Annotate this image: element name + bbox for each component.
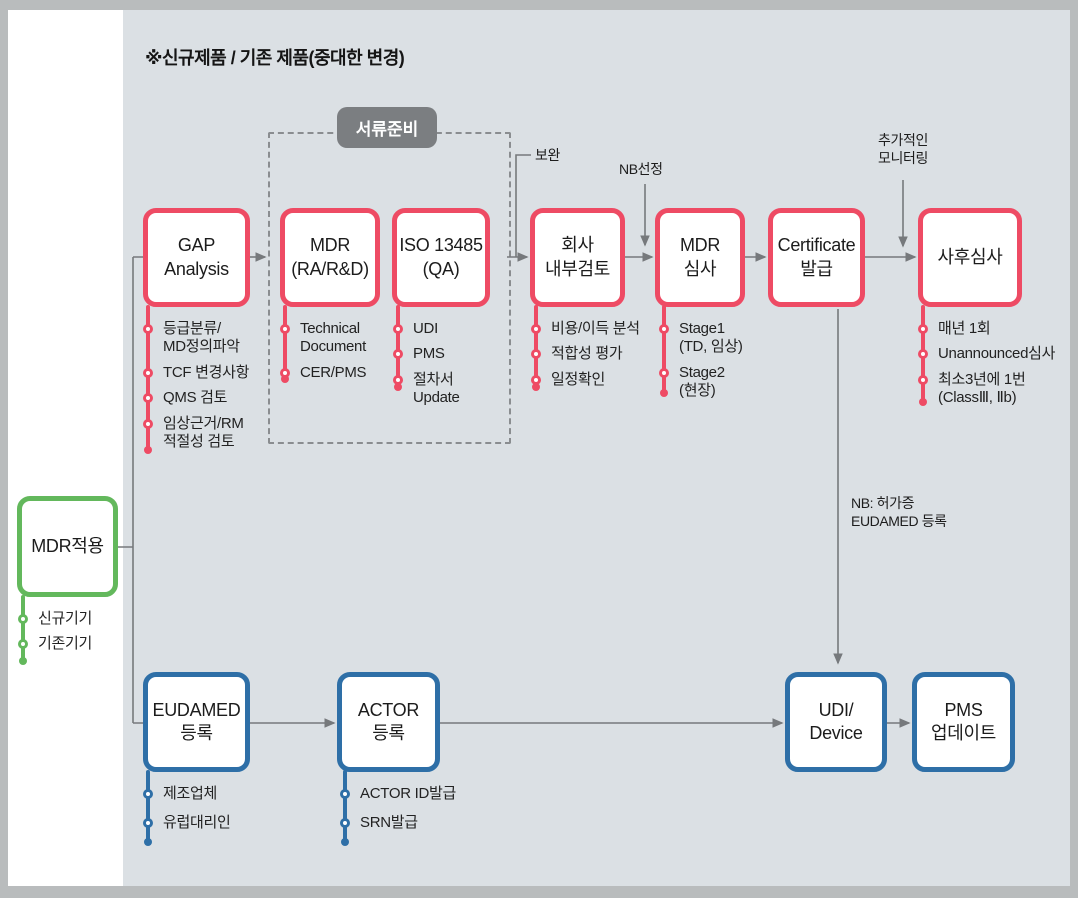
start-trunk-line — [118, 256, 143, 724]
note-item: SRN발급 — [340, 814, 456, 832]
note-item: Stage1 (TD, 임상) — [659, 320, 743, 357]
note-item: Technical Document — [279, 320, 366, 357]
notes-stem — [394, 305, 402, 391]
note-item: ACTOR ID발급 — [340, 785, 456, 803]
notes-stem — [532, 305, 540, 391]
node-title: GAP Analysis — [164, 235, 229, 279]
notes-actor: ACTOR ID발급 SRN발급 — [340, 770, 456, 846]
node-title: EUDAMED 등록 — [152, 699, 241, 743]
node-title: UDI/ Device — [809, 699, 863, 743]
note-item: 최소3년에 1번 (ClassⅢ, Ⅱb) — [917, 371, 1055, 408]
notes-stem — [19, 595, 27, 665]
notes-eudamed: 제조업체 유럽대리인 — [143, 770, 231, 846]
note-item: 등급분류/ MD정의파악 — [142, 320, 249, 357]
node-certificate-issue: Certificate 발급 — [768, 208, 865, 307]
notes-mdr-ra-rd: Technical Document CER/PMS — [279, 305, 367, 389]
notes-stem — [341, 770, 349, 846]
notes-stem — [660, 305, 668, 397]
node-title: MDR (RA/R&D) — [291, 235, 369, 279]
node-title: ISO 13485 (QA) — [399, 235, 483, 279]
node-mdr-ra-rd: MDR (RA/R&D) — [280, 208, 380, 307]
notes-mdr-apply: 신규기기 기존기기 — [17, 595, 92, 665]
node-title: Certificate 발급 — [777, 235, 856, 279]
note-item: CER/PMS — [279, 364, 367, 382]
note-item: 유럽대리인 — [143, 814, 231, 832]
node-title: ACTOR 등록 — [357, 699, 420, 743]
notes-stem — [281, 305, 289, 383]
node-mdr-audit: MDR 심사 — [655, 208, 745, 307]
notes-mdr-audit: Stage1 (TD, 임상) Stage2 (현장) — [659, 305, 743, 408]
node-gap-analysis: GAP Analysis — [143, 208, 250, 307]
note-item: 적합성 평가 — [531, 345, 640, 363]
node-udi-device: UDI/ Device — [785, 672, 887, 772]
note-item: UDI — [393, 320, 460, 338]
left-white-strip — [8, 10, 123, 886]
note-item: 비용/이득 분석 — [531, 320, 640, 338]
notes-internal-review: 비용/이득 분석 적합성 평가 일정확인 — [531, 305, 640, 396]
annotation-nb-note: NB: 허가증 EUDAMED 등록 — [851, 495, 947, 530]
annotation-supplement: 보완 — [535, 147, 560, 163]
note-item: QMS 검토 — [142, 389, 249, 407]
node-title: PMS 업데이트 — [930, 699, 997, 743]
note-item: Stage2 (현장) — [659, 364, 743, 401]
annotation-nb-selection: NB선정 — [619, 161, 663, 177]
node-internal-review: 회사 내부검토 — [530, 208, 625, 307]
note-item: TCF 변경사항 — [142, 364, 249, 382]
note-item: 기존기기 — [17, 635, 92, 653]
note-item: 임상근거/RM 적절성 검토 — [142, 415, 249, 452]
node-actor-registration: ACTOR 등록 — [337, 672, 440, 772]
node-title: 회사 내부검토 — [544, 235, 611, 279]
supplement-elbow-line — [515, 154, 531, 257]
node-title: MDR적용 — [31, 535, 104, 556]
node-pms-update: PMS 업데이트 — [912, 672, 1015, 772]
node-title: 사후심사 — [937, 246, 1003, 267]
note-item: 절차서 Update — [393, 371, 460, 408]
note-item: 신규기기 — [17, 610, 92, 628]
page-title: ※신규제품 / 기존 제품(중대한 변경) — [145, 48, 405, 68]
node-eudamed-registration: EUDAMED 등록 — [143, 672, 250, 772]
notes-iso-13485: UDI PMS 절차서 Update — [393, 305, 460, 415]
note-item: Unannounced심사 — [917, 345, 1055, 363]
notes-stem — [144, 770, 152, 846]
annotation-extra-monitoring: 추가적인 모니터링 — [878, 132, 928, 167]
note-item: PMS — [393, 345, 460, 363]
document-prep-badge: 서류준비 — [337, 107, 437, 148]
node-mdr-apply: MDR적용 — [17, 496, 118, 597]
node-post-audit: 사후심사 — [918, 208, 1022, 307]
note-item: 일정확인 — [531, 371, 640, 389]
note-item: 제조업체 — [143, 785, 231, 803]
notes-gap-analysis: 등급분류/ MD정의파악 TCF 변경사항 QMS 검토 임상근거/RM 적절성… — [142, 305, 249, 459]
node-title: MDR 심사 — [679, 235, 721, 279]
note-item: 매년 1회 — [917, 320, 1055, 338]
node-iso-13485: ISO 13485 (QA) — [392, 208, 490, 307]
notes-post-audit: 매년 1회 Unannounced심사 최소3년에 1번 (ClassⅢ, Ⅱb… — [917, 305, 1055, 415]
